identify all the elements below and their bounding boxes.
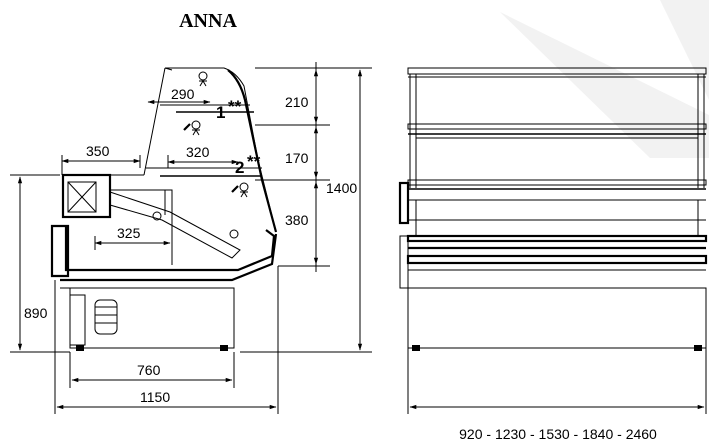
dim-height-upper: 210	[285, 94, 309, 110]
dim-total-depth: 1150	[140, 389, 170, 405]
compressor-icon	[94, 299, 118, 335]
shelf-1-number: 1	[216, 103, 225, 122]
dim-shelf2-depth: 320	[186, 144, 210, 160]
dim-height-middle: 170	[285, 150, 309, 166]
dim-inner-width: 760	[137, 362, 161, 378]
lamp-icon	[198, 71, 208, 87]
side-view: 1 ** 2 ** 290 320 350 325 210 170 380	[10, 62, 372, 414]
rear-box	[61, 173, 112, 219]
dim-shelf1-depth: 290	[171, 86, 195, 102]
side-canopy	[143, 67, 276, 229]
product-title: ANNA	[179, 10, 237, 32]
dim-total-height: 1400	[326, 180, 357, 196]
front-glass	[227, 69, 278, 233]
dim-lower-depth: 325	[117, 225, 141, 241]
dim-height-lower: 380	[285, 212, 309, 228]
dim-counter-height: 890	[24, 305, 48, 321]
length-options: 920 - 1230 - 1530 - 1840 - 2460	[459, 426, 657, 442]
shelf-1-suffix: **	[228, 97, 242, 116]
watermark	[500, 0, 709, 158]
side-panel-left	[398, 181, 410, 225]
front-view: 920 - 1230 - 1530 - 1840 - 2460	[398, 67, 708, 442]
lamp-icon	[231, 182, 249, 198]
lamp-icon	[183, 120, 201, 136]
shelf-2-number: 2	[235, 158, 244, 177]
shelf-2-suffix: **	[247, 152, 261, 171]
dim-top-depth: 350	[86, 143, 110, 159]
base-body	[69, 287, 235, 349]
